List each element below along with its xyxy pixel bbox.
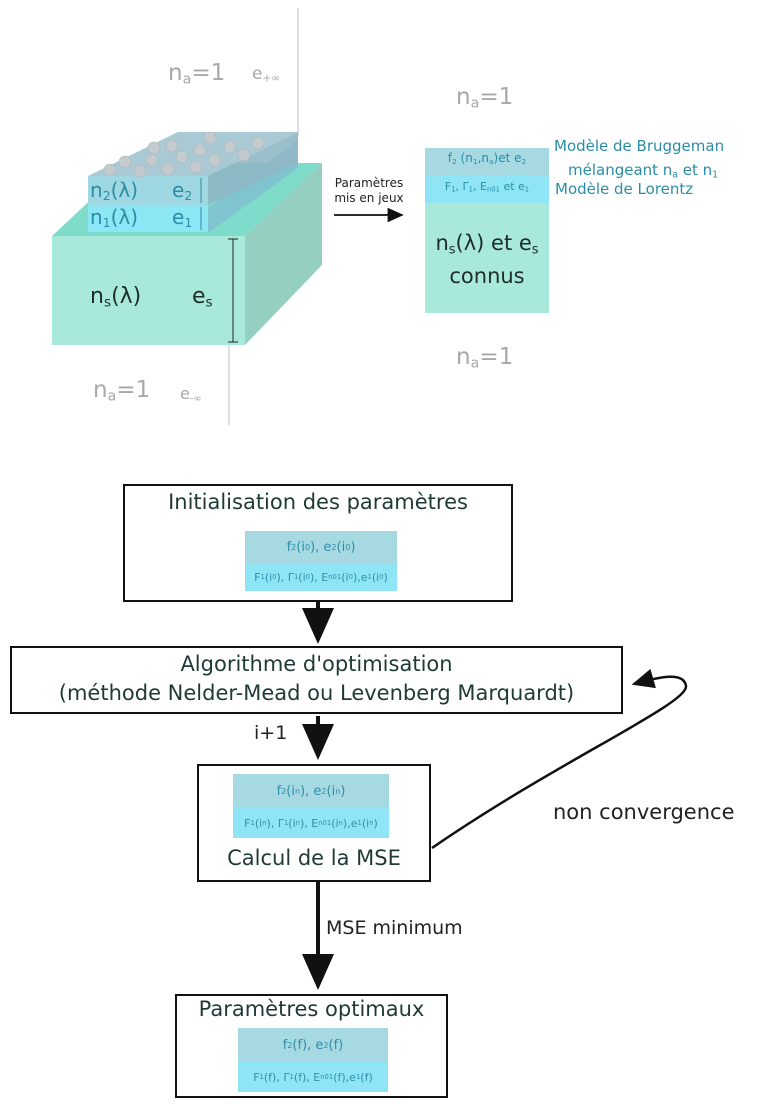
optimal-title: Paramètres optimaux [198, 997, 425, 1021]
lorentz-label: Modèle de Lorentz [555, 180, 694, 198]
bruggeman-title: Modèle de Bruggeman [554, 137, 725, 155]
layer1-front-face [88, 205, 208, 232]
e-minus-infinity: e-∞ [180, 384, 202, 405]
algorithm-box: Algorithme d'optimisation (méthode Nelde… [10, 646, 623, 714]
layer1-thickness: e1 [172, 205, 193, 231]
equiv-layer1 [425, 176, 549, 203]
equiv-ambient-top: na=1 [456, 84, 514, 112]
non-convergence-label: non convergence [553, 800, 735, 824]
equiv-layer1-label: F1, Γ1, En01 et e1 [444, 180, 530, 194]
ambient-index-bottom: na=1 [93, 377, 151, 405]
layer2-index: n2(λ) [90, 178, 139, 204]
calc-title: Calcul de la MSE [227, 846, 401, 870]
equiv-ambient-bottom: na=1 [456, 344, 514, 372]
ambient-index-top: na=1 [168, 60, 226, 88]
equiv-substrate [425, 203, 549, 313]
layer2-front-face [88, 176, 208, 205]
nanoparticles [103, 131, 265, 178]
iteration-label: i+1 [254, 722, 288, 744]
bruggeman-subtitle: mélangeant na et n1 [568, 161, 719, 181]
layer2-right-face [208, 132, 298, 205]
e-plus-infinity: e+∞ [252, 64, 281, 85]
layer2-thickness: e2 [172, 178, 193, 204]
mse-minimum-label: MSE minimum [326, 917, 463, 939]
substrate-thickness: es [192, 284, 213, 311]
substrate-index: ns(λ) [90, 284, 142, 311]
equiv-layer2 [425, 148, 549, 176]
substrate-right-face [245, 163, 322, 345]
algorithm-line2: (méthode Nelder-Mead ou Levenberg Marqua… [58, 681, 575, 705]
layer1-index: n1(λ) [90, 205, 139, 231]
substrate-front-face [52, 236, 245, 345]
equiv-layer2-label: f2 (n1,na)et e2 [447, 151, 527, 166]
init-title: Initialisation des paramètres [168, 490, 468, 514]
algorithm-line1: Algorithme d'optimisation [180, 652, 453, 676]
feedback-arrow [431, 668, 688, 850]
